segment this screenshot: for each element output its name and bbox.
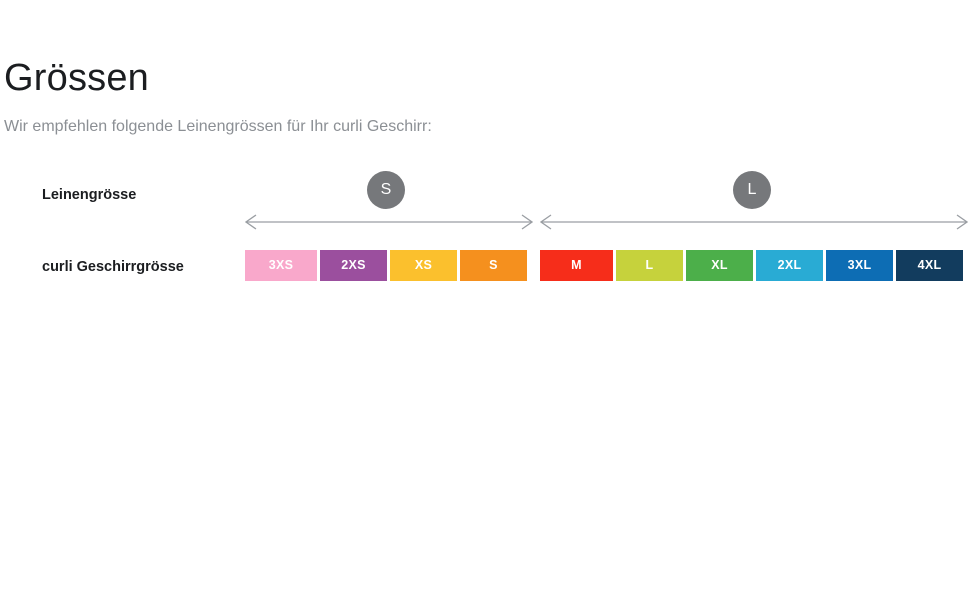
leash-size-badge-s: S	[367, 171, 405, 209]
harness-size-swatch-label: S	[489, 258, 498, 273]
harness-size-swatch-label: 3XL	[847, 258, 872, 273]
harness-size-swatch-label: 4XL	[917, 258, 942, 273]
harness-size-group-s: 3XS 2XS XS S	[245, 250, 527, 281]
harness-size-swatch-4xl[interactable]: 4XL	[896, 250, 963, 281]
harness-size-swatch-label: XL	[711, 258, 728, 273]
harness-size-swatch-l[interactable]: L	[616, 250, 683, 281]
page-title: Grössen	[4, 57, 150, 99]
harness-size-swatch-label: 2XL	[777, 258, 802, 273]
row-label-harness-size: curli Geschirrgrösse	[42, 259, 184, 275]
leash-size-badge-label: S	[380, 181, 392, 198]
leash-size-badge-label: L	[747, 181, 757, 198]
harness-size-swatch-2xl[interactable]: 2XL	[756, 250, 823, 281]
harness-size-swatch-xl[interactable]: XL	[686, 250, 753, 281]
range-arrow-l	[540, 212, 968, 232]
harness-size-group-l: M L XL 2XL 3XL 4XL	[540, 250, 963, 281]
harness-size-swatch-s[interactable]: S	[460, 250, 527, 281]
leash-size-badge-l: L	[733, 171, 771, 209]
harness-size-swatch-label: XS	[414, 258, 433, 273]
harness-size-swatch-m[interactable]: M	[540, 250, 613, 281]
harness-size-swatch-3xl[interactable]: 3XL	[826, 250, 893, 281]
range-arrow-s	[245, 212, 533, 232]
harness-size-swatch-label: M	[571, 258, 582, 273]
harness-size-swatch-3xs[interactable]: 3XS	[245, 250, 317, 281]
row-label-leash-size: Leinengrösse	[42, 187, 137, 203]
harness-size-swatch-label: 3XS	[268, 258, 294, 273]
harness-size-swatch-2xs[interactable]: 2XS	[320, 250, 387, 281]
harness-size-swatch-xs[interactable]: XS	[390, 250, 457, 281]
page-subtitle: Wir empfehlen folgende Leinengrössen für…	[4, 118, 432, 135]
harness-size-swatch-label: 2XS	[341, 258, 366, 273]
harness-size-swatch-label: L	[645, 258, 654, 273]
